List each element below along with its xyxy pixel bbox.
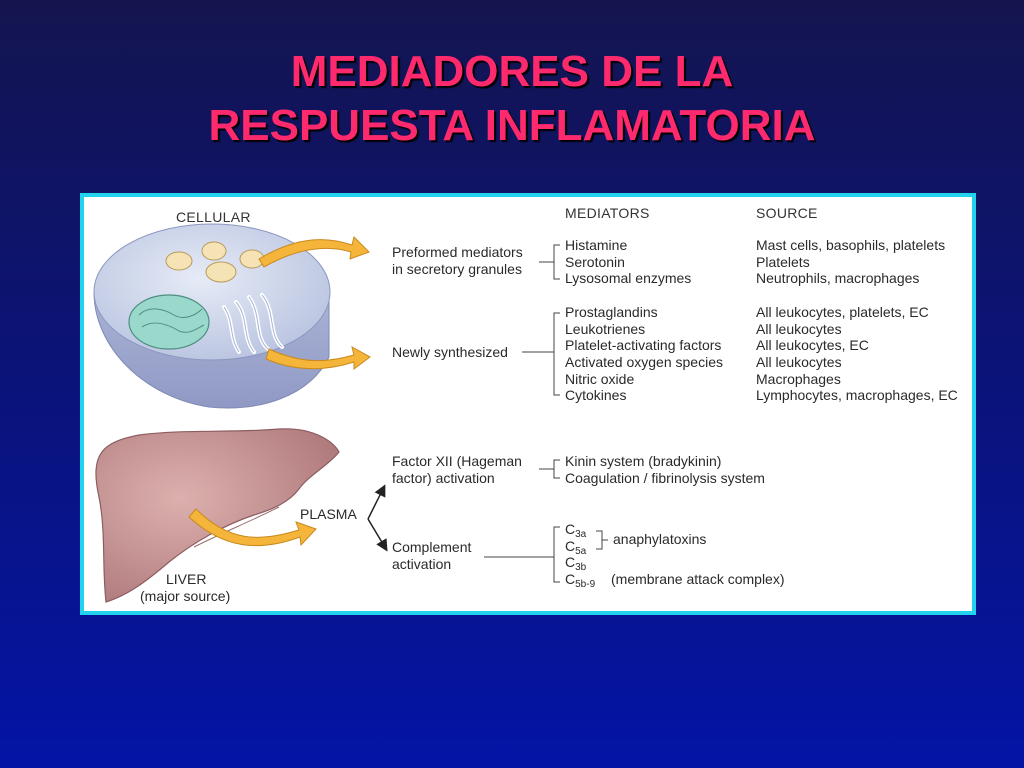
slide-title-line-2: RESPUESTA INFLAMATORIA — [208, 101, 816, 150]
list-item: Platelet-activating factors — [565, 337, 722, 354]
newly-mediators-list: Prostaglandins Leukotrienes Platelet-act… — [565, 304, 723, 404]
source-header: SOURCE — [756, 205, 818, 221]
cell-arrows — [258, 236, 371, 370]
plasma-label: PLASMA — [300, 506, 357, 522]
list-item: All leukocytes, EC — [756, 337, 869, 354]
list-item: Histamine — [565, 237, 628, 253]
list-item: Cytokines — [565, 387, 627, 404]
mediators-header: MEDIATORS — [565, 205, 650, 221]
preformed-label: Preformed mediators in secretory granule… — [392, 244, 523, 277]
newly-sources-list: All leukocytes, platelets, EC All leukoc… — [756, 304, 958, 404]
list-item: Nitric oxide — [565, 370, 635, 387]
factor-xii-mediators-list: Kinin system (bradykinin) Coagulation / … — [565, 453, 765, 486]
list-item: Lysosomal enzymes — [565, 270, 692, 287]
list-item: C5b-9 — [565, 570, 596, 590]
list-item: Kinin system (bradykinin) — [565, 453, 722, 469]
slide-title-line-1: MEDIADORES DE LA — [290, 47, 734, 96]
list-item: Lymphocytes, macrophages, EC — [756, 387, 958, 404]
anaphylatoxins-label: anaphylatoxins — [613, 531, 707, 547]
complement-mediators-list: C3a C5a C3b C5b-9 — [565, 521, 596, 590]
list-item: C3a — [565, 521, 587, 540]
newly-synthesized-label: Newly synthesized — [392, 344, 508, 360]
nucleus — [128, 294, 210, 350]
preformed-mediators-list: Histamine Serotonin Lysosomal enzymes — [565, 237, 691, 287]
plasma-arrows — [367, 484, 388, 552]
list-item: Activated oxygen species — [565, 354, 723, 371]
complement-label: Complement activation — [392, 539, 472, 572]
list-item: All leukocytes — [756, 354, 842, 371]
list-item: C5a — [565, 537, 587, 557]
list-item: Leukotrienes — [565, 320, 646, 337]
cellular-label: CELLULAR — [176, 209, 251, 225]
connector-lines — [484, 244, 608, 583]
diagram-graphics — [93, 223, 608, 603]
list-item: All leukocytes, platelets, EC — [756, 304, 929, 320]
list-item: Serotonin — [565, 253, 625, 270]
cell-illustration — [93, 223, 331, 409]
list-item: C3b — [565, 554, 587, 573]
preformed-sources-list: Mast cells, basophils, platelets Platele… — [756, 237, 945, 287]
factor-xii-label: Factor XII (Hageman factor) activation — [392, 453, 522, 486]
liver-illustration — [95, 428, 340, 603]
list-item: Macrophages — [756, 370, 841, 387]
list-item: Prostaglandins — [565, 304, 658, 320]
list-item: Mast cells, basophils, platelets — [756, 237, 946, 253]
liver-arrow — [188, 508, 317, 547]
membrane-attack-complex-label: (membrane attack complex) — [611, 571, 785, 587]
liver-label: LIVER — [166, 571, 207, 587]
list-item: All leukocytes — [756, 320, 842, 337]
list-item: Platelets — [756, 253, 810, 270]
list-item: Neutrophils, macrophages — [756, 270, 920, 287]
liver-sublabel: (major source) — [140, 588, 231, 604]
diagram-panel: CELLULAR MEDIATORS SOURCE Preformed medi… — [80, 193, 976, 615]
list-item: Coagulation / fibrinolysis system — [565, 469, 765, 486]
secretory-granules — [165, 241, 265, 283]
